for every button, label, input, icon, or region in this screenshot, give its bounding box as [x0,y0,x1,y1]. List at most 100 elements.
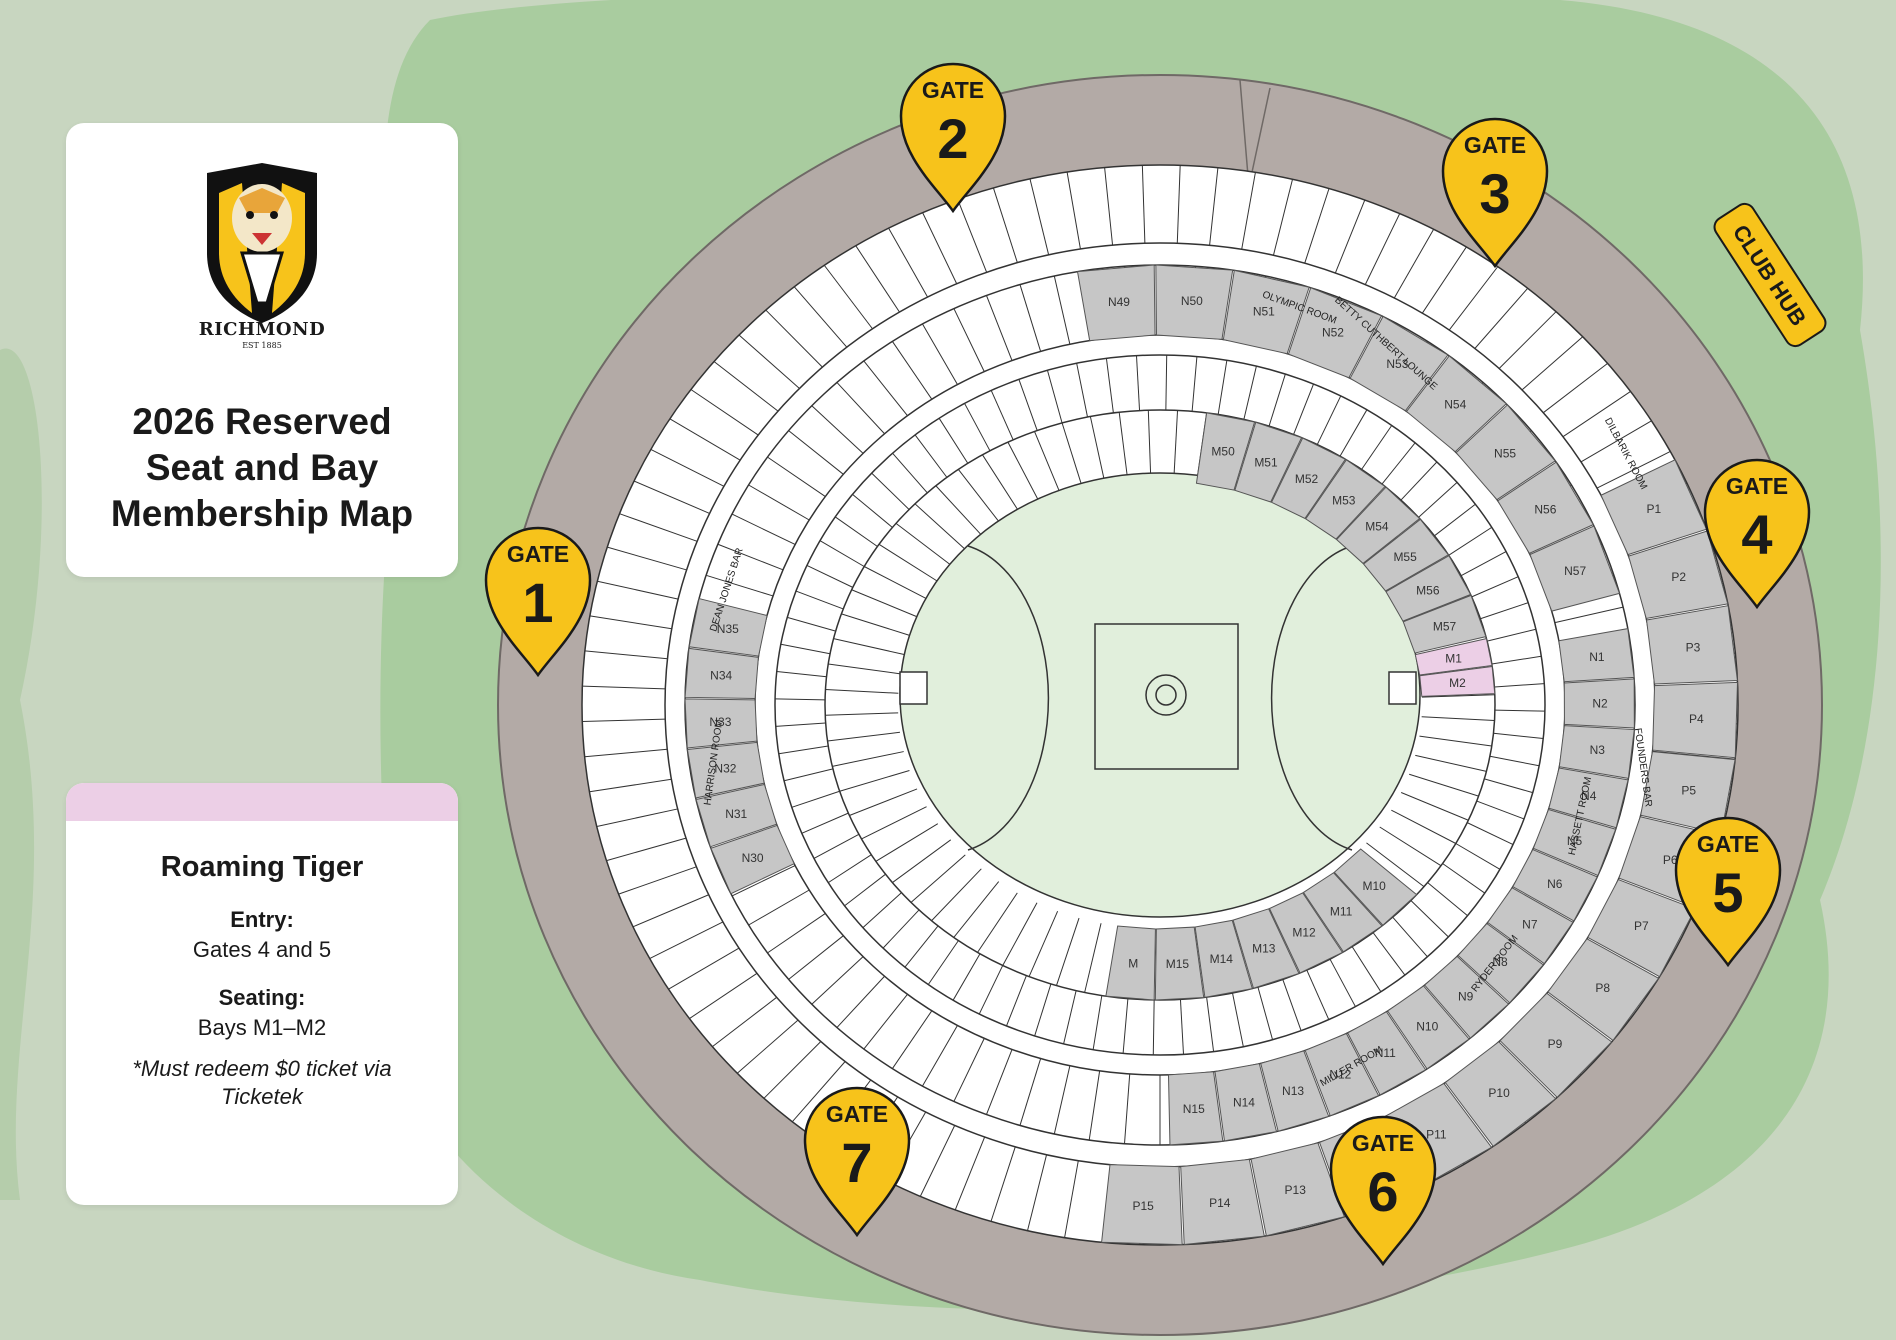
bay-N7[interactable] [1486,887,1574,965]
bay-P4[interactable] [1652,681,1739,759]
seating-divider [1257,986,1274,1040]
bay-N33[interactable] [684,698,758,749]
bay-M53[interactable] [1305,459,1386,540]
bay-N31[interactable] [695,783,778,848]
bay-P8[interactable] [1547,938,1660,1042]
bay-N2[interactable] [1563,678,1635,729]
bay-M52[interactable] [1270,437,1347,520]
bay-N53[interactable] [1349,315,1449,412]
bay-M51[interactable] [1234,421,1303,503]
bay-N54[interactable] [1405,355,1508,453]
bay-M2[interactable] [1419,665,1496,697]
bay-M[interactable] [1105,925,1156,1001]
bay-P2[interactable] [1627,530,1729,620]
seating-divider [597,580,679,600]
bay-N4[interactable] [1548,767,1629,829]
seating-divider [801,812,849,834]
seating-divider [731,513,796,545]
bay-P10[interactable] [1444,1041,1557,1147]
bay-P15[interactable] [1101,1164,1183,1246]
seating-divider [582,685,666,690]
right-arc [1270,545,1353,851]
bay-N49[interactable] [1076,264,1156,342]
bay-M10[interactable] [1333,848,1418,926]
bay-P9[interactable] [1499,992,1613,1099]
seating-divider [895,522,954,568]
bay-M1[interactable] [1414,638,1493,676]
seating-divider [827,731,901,742]
bay-N50[interactable] [1155,264,1234,340]
bay-M54[interactable] [1335,486,1421,565]
bay-N32[interactable] [686,741,765,799]
seating-divider [1104,167,1114,246]
bay-N34[interactable] [684,647,759,700]
gate-word: GATE [1697,831,1759,857]
bay-P7[interactable] [1587,878,1696,978]
bay-N52[interactable] [1287,287,1383,379]
seating-divider [927,940,959,985]
bay-N1[interactable] [1558,628,1635,683]
seating-divider [1018,379,1038,431]
bay-N30[interactable] [710,824,795,895]
bay-M50[interactable] [1195,412,1256,491]
bay-M15[interactable] [1154,926,1205,1001]
bay-N35[interactable] [688,597,768,657]
bay-N3[interactable] [1558,725,1635,779]
bay-N6[interactable] [1512,848,1598,922]
bay-N5[interactable] [1532,808,1617,877]
seating-divider [1448,266,1499,331]
bay-M11[interactable] [1302,872,1383,953]
bay-M55[interactable] [1362,518,1450,592]
seating-divider [813,833,860,859]
bay-N57[interactable] [1529,525,1621,612]
bay-M13[interactable] [1232,908,1300,989]
bay-P14[interactable] [1180,1158,1265,1246]
seating-divider [1046,370,1063,424]
bay-N56[interactable] [1497,461,1594,554]
bay-P3[interactable] [1645,605,1738,685]
bay-M56[interactable] [1385,555,1472,622]
bay-N15[interactable] [1167,1071,1224,1146]
bay-label: M15 [1166,957,1190,971]
seating-divider [953,308,985,372]
bay-label: N6 [1547,877,1563,891]
seating-divider [1427,882,1468,917]
bay-N11[interactable] [1346,1011,1427,1096]
bay-label: N52 [1322,326,1344,340]
bay-label: N1 [1589,650,1605,664]
seating-divider [1061,422,1084,491]
bay-M14[interactable] [1194,919,1253,998]
seating-divider [669,418,741,461]
bay-label: N12 [1329,1067,1351,1081]
seating-divider [892,341,933,400]
bay-N55[interactable] [1455,404,1556,501]
seating-divider [1381,442,1416,485]
bay-label: P4 [1689,712,1704,726]
bay-N51[interactable] [1222,269,1310,355]
seating-divider [825,712,899,716]
seating-divider [767,913,826,954]
bay-label: N13 [1282,1084,1304,1098]
bay-M57[interactable] [1402,594,1487,654]
seating-divider [982,454,1022,516]
seating-divider [882,909,920,949]
bay-N10[interactable] [1386,985,1470,1070]
bay-N9[interactable] [1423,955,1510,1039]
bay-M12[interactable] [1268,892,1344,974]
seating-divider [1241,172,1256,250]
bay-N13[interactable] [1260,1050,1330,1132]
seating-divider [1152,999,1155,1055]
seating-divider [668,947,740,990]
bay-N12[interactable] [1304,1032,1380,1117]
bay-N8[interactable] [1457,922,1545,1004]
seating-divider [1466,822,1514,846]
bay-N14[interactable] [1214,1063,1278,1142]
grass-left [0,348,42,1200]
